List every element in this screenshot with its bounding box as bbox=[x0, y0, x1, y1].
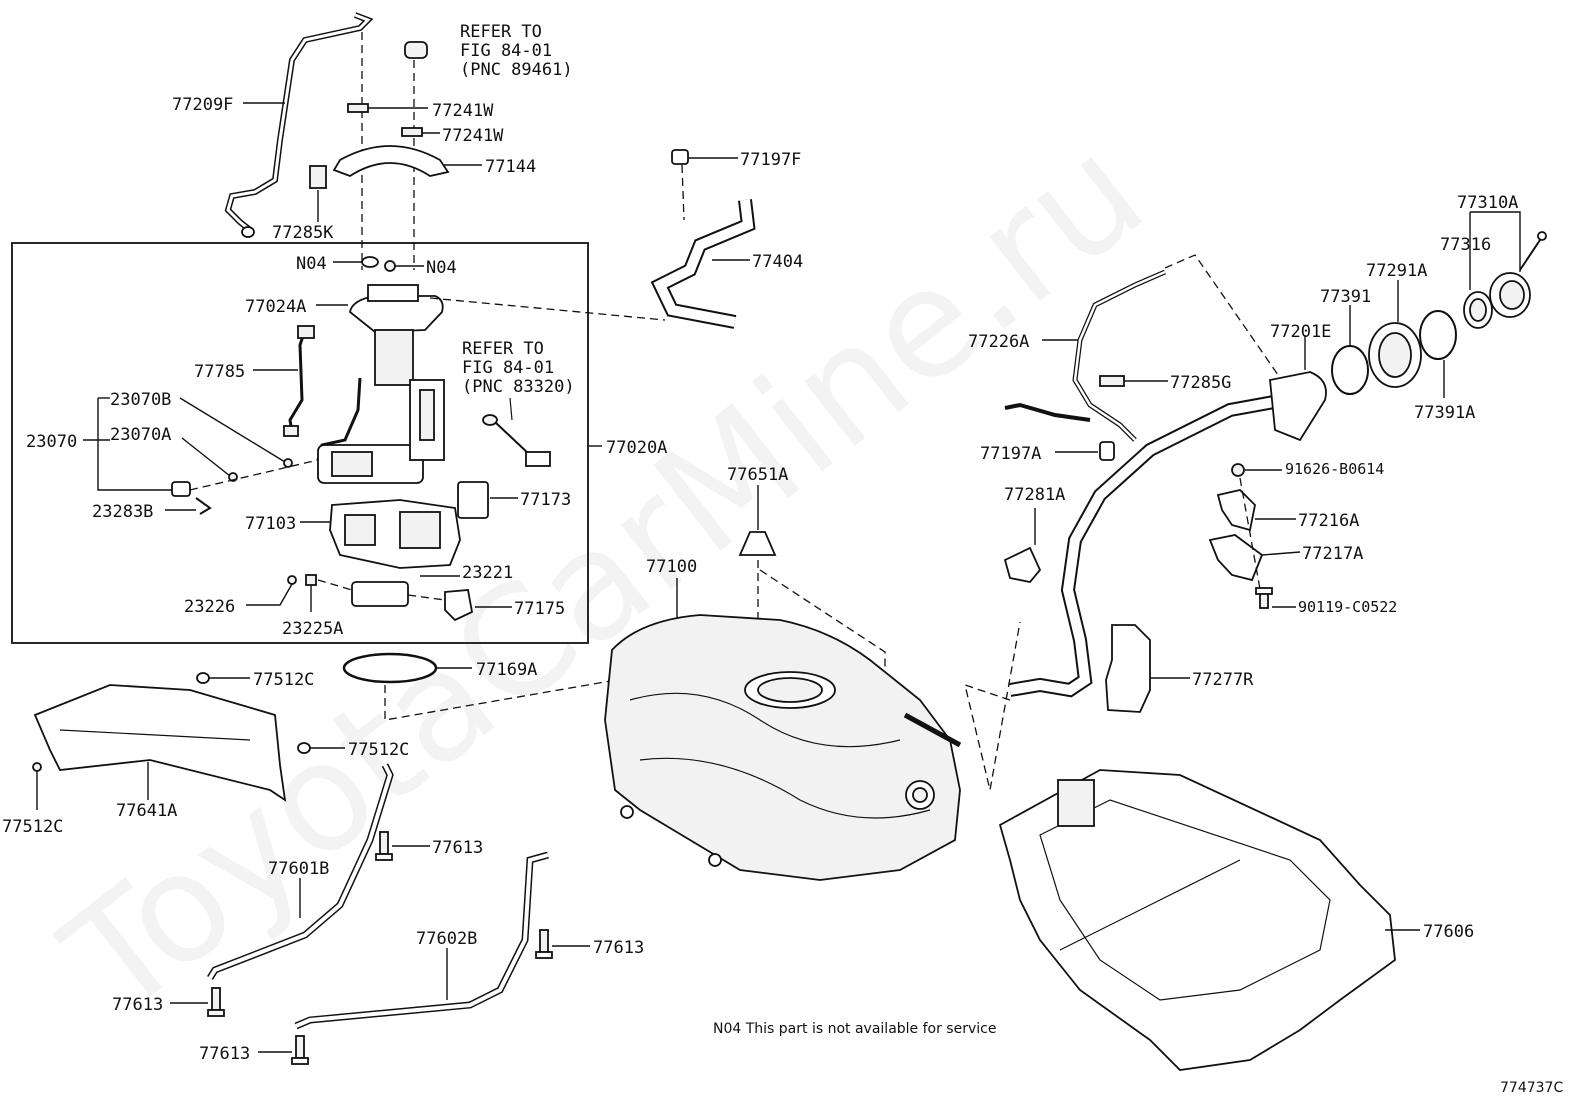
label-77391: 77391 bbox=[1320, 287, 1371, 307]
part-77209F-pipe bbox=[224, 12, 374, 238]
part-83320-sensor bbox=[482, 414, 551, 467]
label-77512C-a: 77512C bbox=[253, 670, 314, 690]
label-77216A: 77216A bbox=[1298, 511, 1359, 531]
label-77103: 77103 bbox=[245, 514, 296, 534]
label-77020A: 77020A bbox=[606, 438, 667, 458]
label-77217A: 77217A bbox=[1302, 544, 1363, 564]
label-77226A: 77226A bbox=[968, 332, 1029, 352]
part-77197F-clamp bbox=[671, 149, 689, 165]
part-77601B-strap bbox=[207, 763, 394, 980]
label-N04-a: N04 bbox=[296, 254, 327, 274]
part-89461-cap bbox=[404, 41, 428, 59]
part-77291A-housing bbox=[1368, 322, 1422, 388]
label-77197F: 77197F bbox=[740, 150, 801, 170]
part-77602B-strap bbox=[294, 851, 549, 1030]
part-77217A-bracket bbox=[1208, 534, 1264, 582]
part-23221-filter bbox=[351, 581, 409, 607]
label-77197A: 77197A bbox=[980, 444, 1041, 464]
label-23070A: 23070A bbox=[110, 425, 171, 445]
footnote-n04: N04 This part is not available for servi… bbox=[713, 1021, 996, 1037]
label-77651A: 77651A bbox=[727, 465, 788, 485]
part-77216A-bracket bbox=[1216, 489, 1256, 532]
part-77391-gasket bbox=[1331, 345, 1369, 395]
part-77175-bracket bbox=[444, 589, 474, 622]
label-77241W-a: 77241W bbox=[432, 101, 494, 121]
label-77606: 77606 bbox=[1423, 922, 1474, 942]
refer-line-3: (PNC 89461) bbox=[460, 60, 573, 80]
part-77391A-gasket bbox=[1419, 310, 1457, 360]
bolt-77613-d bbox=[291, 1035, 309, 1065]
label-77209F: 77209F bbox=[172, 95, 233, 115]
part-77103-housing bbox=[329, 499, 461, 569]
label-23070: 23070 bbox=[26, 432, 77, 452]
label-77613-c: 77613 bbox=[112, 995, 163, 1015]
part-77226A-breather-tube bbox=[1072, 269, 1166, 442]
part-fuel-pump-module bbox=[316, 377, 445, 484]
label-N04-b: N04 bbox=[426, 258, 457, 278]
refer-line-1: REFER TO bbox=[460, 22, 542, 42]
label-77613-b: 77613 bbox=[593, 938, 644, 958]
part-77651A-grommet bbox=[738, 531, 777, 556]
label-77175: 77175 bbox=[514, 599, 565, 619]
label-77285K: 77285K bbox=[272, 223, 334, 243]
part-77277R-sensor bbox=[1105, 624, 1151, 713]
label-77291A: 77291A bbox=[1366, 261, 1427, 281]
refer-line-2: FIG 84-01 bbox=[462, 358, 554, 378]
assembly-box-77020A bbox=[11, 242, 589, 644]
label-23221: 23221 bbox=[462, 563, 513, 583]
label-77613-d: 77613 bbox=[199, 1044, 250, 1064]
label-77785: 77785 bbox=[194, 362, 245, 382]
bolt-90119-C0522 bbox=[1255, 587, 1273, 609]
label-77281A: 77281A bbox=[1004, 485, 1065, 505]
label-77277R: 77277R bbox=[1192, 670, 1254, 690]
watermark: ToyotaCarMine.ru bbox=[34, 104, 1175, 1048]
part-77100-fuel-tank bbox=[604, 614, 962, 881]
label-77641A: 77641A bbox=[116, 801, 177, 821]
label-77024A: 77024A bbox=[245, 297, 306, 317]
part-77281A-bracket bbox=[1003, 546, 1042, 583]
part-77144-ring bbox=[332, 145, 450, 178]
bolt-77613-c bbox=[207, 987, 225, 1017]
part-77316-ring bbox=[1463, 291, 1493, 329]
bolt-77613-b bbox=[535, 929, 553, 959]
label-77173: 77173 bbox=[520, 490, 571, 510]
label-77512C-c: 77512C bbox=[2, 817, 63, 837]
label-77391A: 77391A bbox=[1414, 403, 1475, 423]
label-77602B: 77602B bbox=[416, 929, 477, 949]
diagram-id: 774737C bbox=[1500, 1080, 1563, 1096]
refer-fig-84-01-b: REFER TO FIG 84-01 (PNC 83320) bbox=[462, 339, 575, 397]
part-77404-hose bbox=[650, 199, 756, 329]
label-77241W-b: 77241W bbox=[442, 126, 504, 146]
label-77169A: 77169A bbox=[476, 660, 537, 680]
part-77606-tank-protector bbox=[998, 769, 1396, 1071]
part-77641A-heat-shield bbox=[33, 684, 287, 802]
label-77613-a: 77613 bbox=[432, 838, 483, 858]
label-77144: 77144 bbox=[485, 157, 536, 177]
label-23283B: 23283B bbox=[92, 502, 153, 522]
bolt-77613-a bbox=[375, 831, 393, 861]
label-91626-B0614: 91626-B0614 bbox=[1285, 460, 1384, 478]
label-77285G: 77285G bbox=[1170, 373, 1231, 393]
refer-fig-84-01-a: REFER TO FIG 84-01 (PNC 89461) bbox=[460, 22, 573, 80]
label-77601B: 77601B bbox=[268, 859, 329, 879]
refer-line-2: FIG 84-01 bbox=[460, 41, 552, 61]
label-77316: 77316 bbox=[1440, 235, 1491, 255]
part-77310A-fuel-cap bbox=[1489, 231, 1547, 318]
part-77024A-sender bbox=[349, 284, 444, 386]
label-77310A: 77310A bbox=[1457, 193, 1518, 213]
label-77404: 77404 bbox=[752, 252, 803, 272]
label-90119-C0522: 90119-C0522 bbox=[1298, 598, 1397, 616]
refer-line-1: REFER TO bbox=[462, 339, 544, 359]
label-23070B: 23070B bbox=[110, 390, 171, 410]
part-77201E-filler-pipe bbox=[1008, 371, 1327, 698]
refer-line-3: (PNC 83320) bbox=[462, 377, 575, 397]
label-77100: 77100 bbox=[646, 557, 697, 577]
label-77512C-b: 77512C bbox=[348, 740, 409, 760]
label-23226: 23226 bbox=[184, 597, 235, 617]
label-23225A: 23225A bbox=[282, 619, 343, 639]
label-77201E: 77201E bbox=[1270, 322, 1331, 342]
